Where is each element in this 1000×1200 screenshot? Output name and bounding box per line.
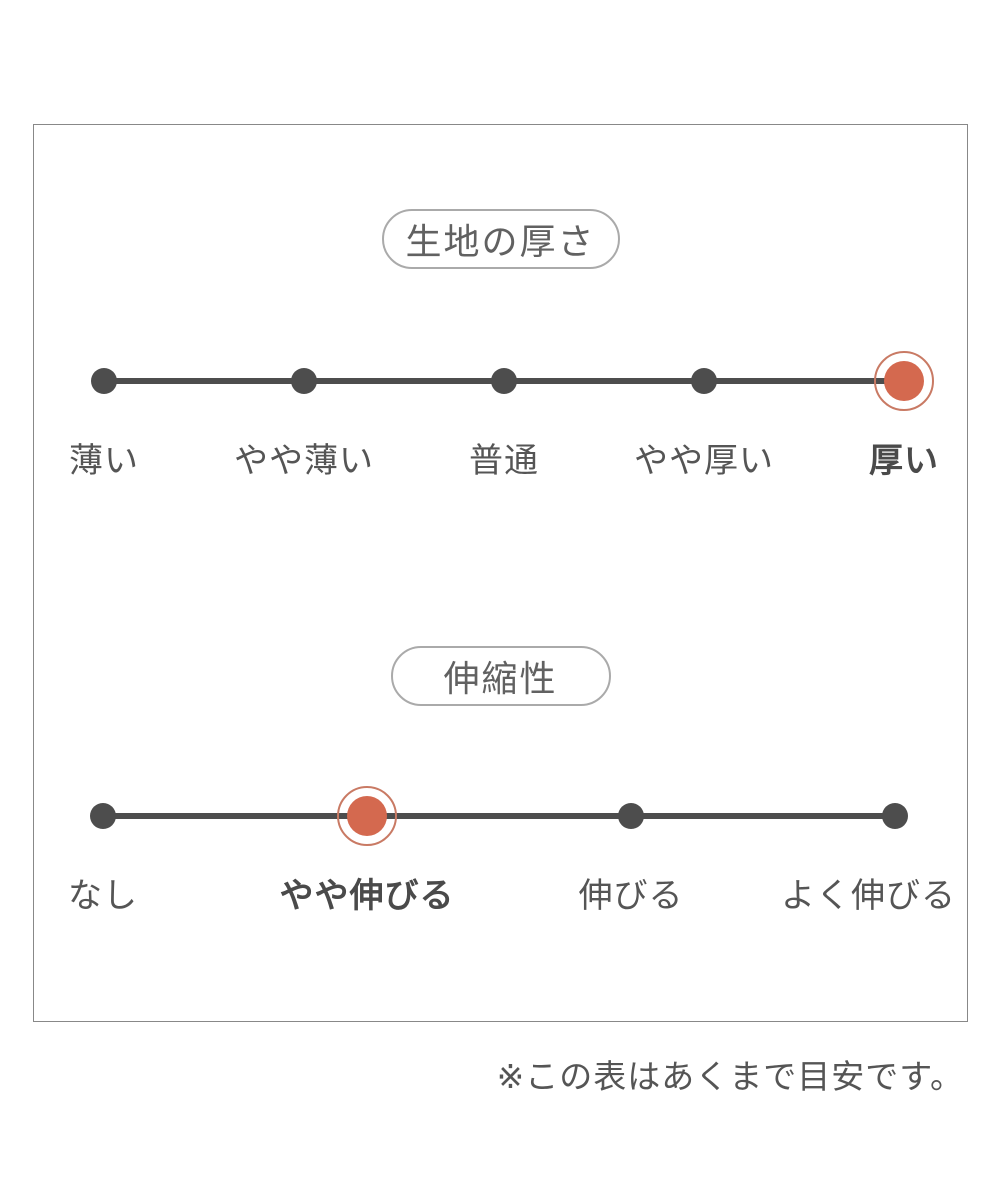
scale-option-label: なし <box>68 877 138 915</box>
scale-labels: 薄い やや薄い 普通 やや厚い 厚い <box>69 442 938 484</box>
selected-dot-ring <box>874 351 934 411</box>
scale-dot <box>291 368 317 394</box>
scale-option-label: 厚い <box>869 442 939 480</box>
scale-track <box>91 351 934 411</box>
scale-dot <box>91 368 117 394</box>
scale-labels: なし やや伸びる 伸びる よく伸びる <box>68 877 955 919</box>
fabric-spec-panel: 生地の厚さ 薄い やや薄い 普通 やや厚い 厚い 伸縮性 なし やや伸びる 伸びる よく伸びる <box>33 124 968 1022</box>
selected-dot <box>336 786 397 846</box>
scale-option-label: 薄い <box>69 442 139 480</box>
scale-option-label: やや伸びる <box>279 877 455 915</box>
scale-line <box>103 813 895 819</box>
scale-option-label: やや厚い <box>634 442 774 480</box>
scale-track <box>90 786 908 846</box>
scale-dot <box>882 803 908 829</box>
scale-option-label: 伸びる <box>578 877 684 915</box>
scale-title: 伸縮性 <box>443 658 558 699</box>
scale-option-label: 普通 <box>469 442 539 480</box>
selected-dot-ring <box>336 786 397 846</box>
selected-dot <box>874 351 934 411</box>
scale-option-label: よく伸びる <box>781 877 956 915</box>
scale-option-label: やや薄い <box>234 442 374 480</box>
scale-title-pill: 伸縮性 <box>390 646 611 706</box>
scale-title-pill: 生地の厚さ <box>381 209 620 269</box>
scale-dot <box>691 368 717 394</box>
scale-title: 生地の厚さ <box>405 221 596 262</box>
scale-dot <box>90 803 116 829</box>
scale-dot <box>491 368 517 394</box>
scale-dot <box>617 803 644 829</box>
footnote: ※この表はあくまで目安です。 <box>496 1058 964 1095</box>
